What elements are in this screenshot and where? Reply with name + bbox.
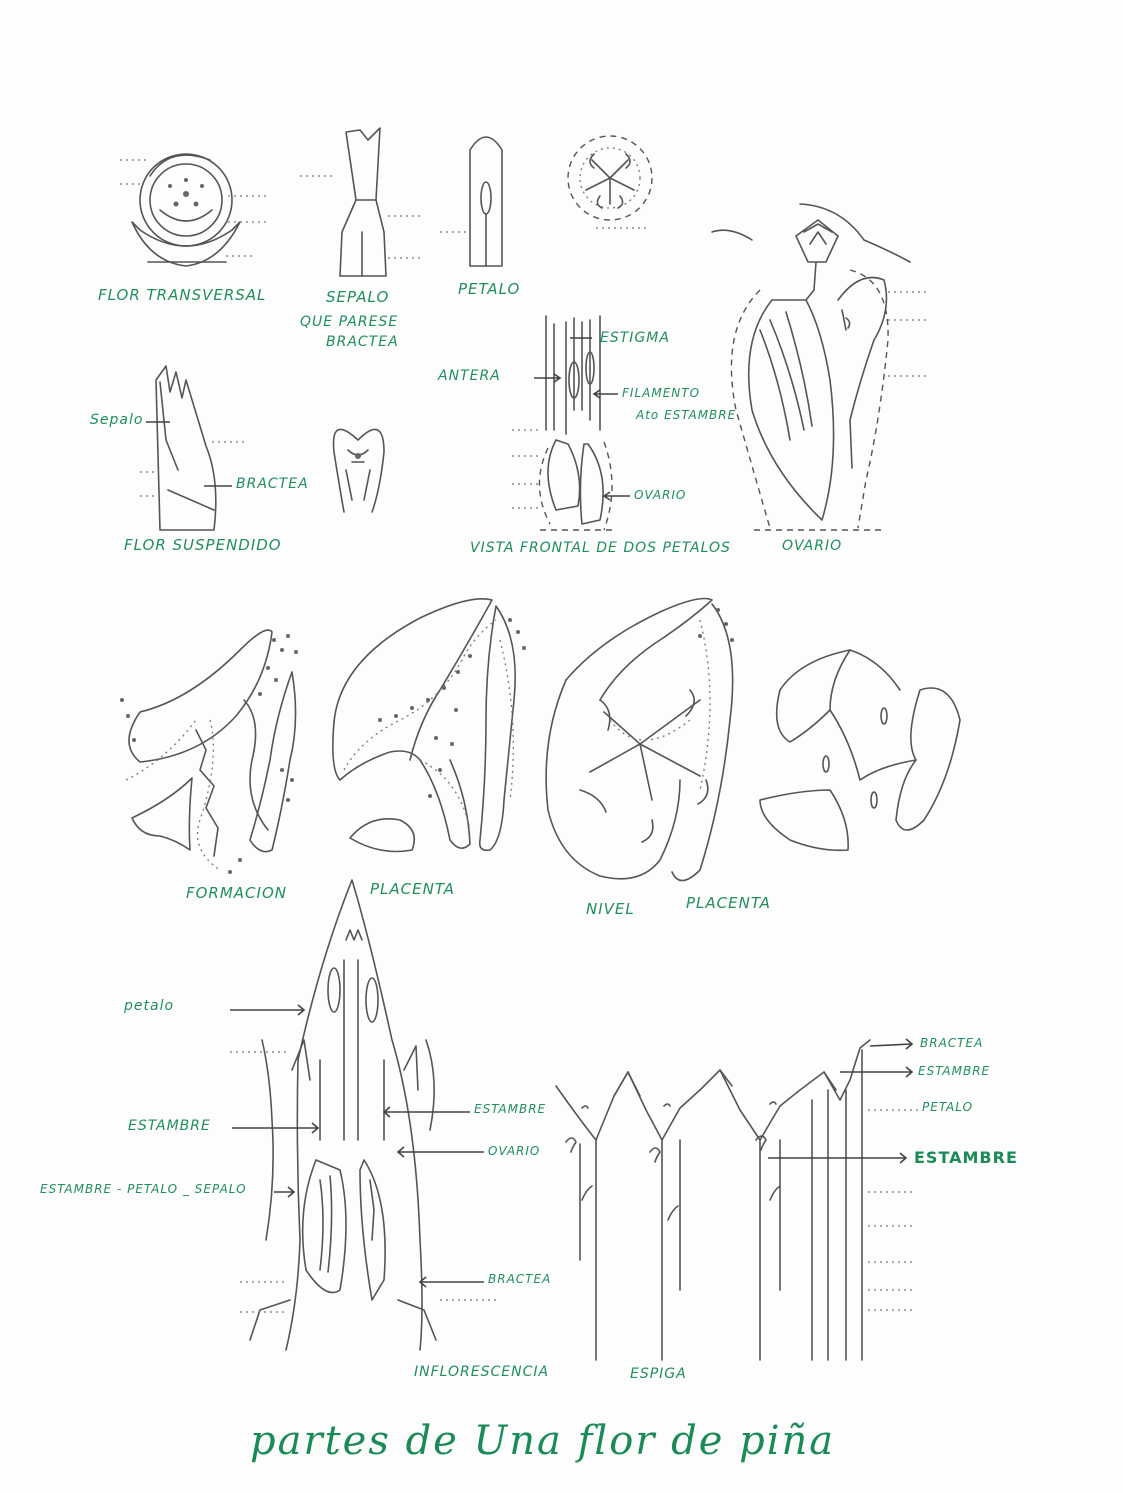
label-antera: ANTERA: [438, 368, 501, 384]
label-bractea-side: BRACTEA: [236, 476, 309, 492]
label-estambre-right: ESTAMBRE: [918, 1064, 990, 1078]
label-petalo-right: PETALO: [922, 1100, 973, 1114]
label-ovario-big: OVARIO: [782, 538, 842, 554]
label-estambre-bold: ESTAMBRE: [914, 1148, 1018, 1167]
inflorescence-flower-drawing: [230, 880, 500, 1350]
label-nivel: NIVEL: [586, 900, 635, 918]
label-filamento-note: Ato ESTAMBRE: [636, 408, 736, 422]
label-petalo-left: petalo: [124, 998, 174, 1014]
petal-front-view-drawing: [334, 429, 385, 512]
label-filamento: FILAMENTO: [622, 386, 700, 400]
label-sepalo-note-2: BRACTEA: [326, 334, 399, 350]
label-flor-suspendido: FLOR SUSPENDIDO: [124, 536, 282, 554]
label-formacion: FORMACION: [186, 884, 287, 902]
label-sepalo-note-1: QUE PARESE: [300, 314, 398, 330]
petal-drawing: [440, 137, 502, 266]
formation-section-drawing: [120, 630, 298, 874]
placenta-section-drawing: [333, 599, 526, 852]
label-ovario-mid: OVARIO: [488, 1144, 540, 1158]
label-estambre-left: ESTAMBRE: [128, 1118, 211, 1134]
label-placenta-2: PLACENTA: [686, 894, 771, 912]
label-sepalo: SEPALO: [326, 288, 389, 306]
ovary-cross-section-drawing: [568, 136, 652, 228]
label-estambre-mid: ESTAMBRE: [474, 1102, 546, 1116]
label-bractea-right: BRACTEA: [920, 1036, 983, 1050]
label-inflorescencia: INFLORESCENCIA: [414, 1364, 549, 1380]
label-espiga: ESPIGA: [630, 1366, 687, 1382]
ovary-longitudinal-drawing: [712, 204, 930, 530]
label-estambre-petalo-sepalo: ESTAMBRE - PETALO _ SEPALO: [40, 1182, 247, 1196]
label-placenta-1: PLACENTA: [370, 880, 455, 898]
placenta-level-section-2-drawing: [760, 650, 960, 850]
spike-inflorescence-drawing: [556, 1040, 920, 1360]
cross-section-flower-drawing: [120, 154, 268, 266]
placenta-level-section-drawing: [546, 599, 734, 881]
label-ovario-small: OVARIO: [634, 488, 686, 502]
label-petalo-top: PETALO: [458, 280, 520, 298]
two-petals-front-view-drawing: [512, 316, 612, 530]
label-flor-transversal: FLOR TRANSVERSAL: [98, 286, 266, 304]
label-estigma: ESTIGMA: [600, 330, 670, 346]
label-sepalo-side: Sepalo: [90, 412, 143, 428]
label-vista-frontal: VISTA FRONTAL DE DOS PETALOS: [470, 540, 731, 556]
suspended-flower-drawing: [140, 366, 244, 530]
page-title: partes de Una flor de piña: [250, 1418, 835, 1464]
label-bractea-mid: BRACTEA: [488, 1272, 551, 1286]
sepal-drawing: [300, 128, 420, 276]
